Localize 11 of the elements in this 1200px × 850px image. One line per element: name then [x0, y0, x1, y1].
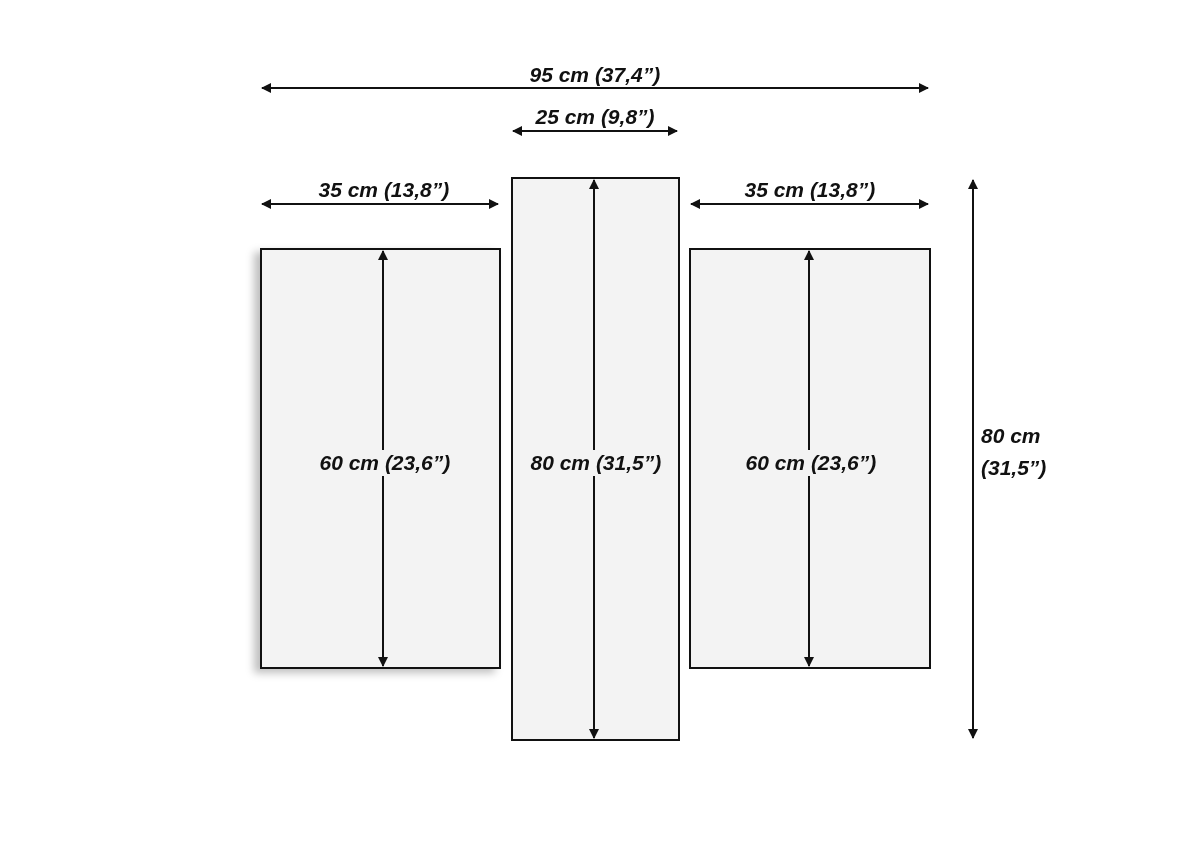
dimension-label: 35 cm (13,8”) [744, 177, 876, 203]
dimension-label: 25 cm (9,8”) [535, 104, 655, 130]
dimension-label: 80 cm (31,5”) [981, 423, 1048, 481]
dimension-label: 35 cm (13,8”) [318, 177, 450, 203]
dimension-label: 95 cm (37,4”) [529, 62, 661, 88]
dimension-label: 80 cm (31,5”) [528, 450, 664, 476]
wall-panel [689, 248, 931, 669]
wall-panel [511, 177, 680, 741]
dimension-label: 60 cm (23,6”) [743, 450, 879, 476]
dimension-label: 60 cm (23,6”) [317, 450, 453, 476]
wall-panel [260, 248, 501, 669]
